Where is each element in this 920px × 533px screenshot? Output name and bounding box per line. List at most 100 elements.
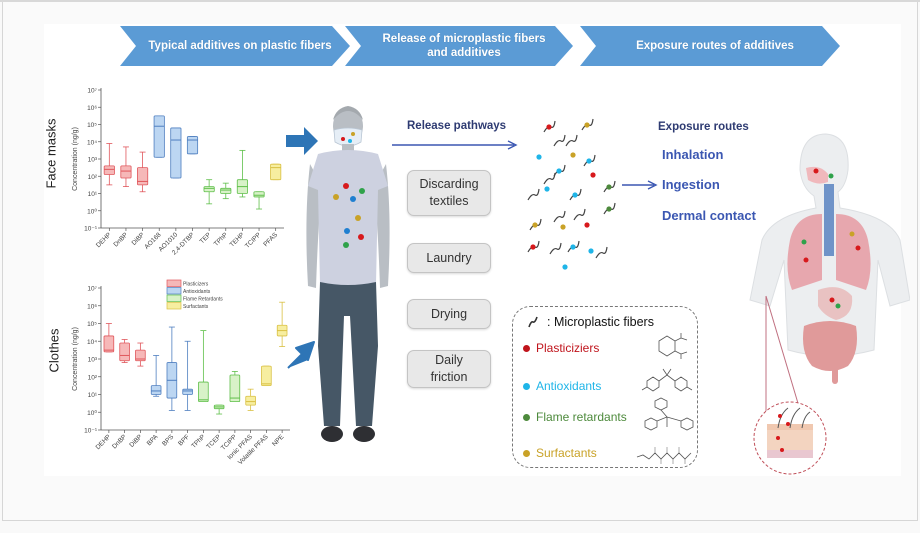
y-tick-label: 10⁴ [87,139,97,146]
microplastic-fiber-icon [543,172,556,185]
box [120,165,132,179]
intestines [803,321,857,371]
y-tick-label: 10⁰ [87,207,97,215]
microplastic-fiber-icon [573,208,586,221]
pathway-line2: friction [430,370,468,384]
box [119,342,130,362]
box [103,335,115,353]
triphenyl-phosphate-structure-icon [644,397,694,431]
pathway-line1: Laundry [426,250,472,265]
box [245,395,256,406]
stage-chevron-release: Release of microplastic fibers and additi… [345,26,573,66]
box [137,167,149,186]
legend-label: Antioxidants [536,379,602,393]
microplastic-fiber-icon [527,188,540,201]
stage-label: Typical additives on plastic fibers [148,40,332,52]
additive-dot-icon [530,244,536,250]
microplastic-fiber-icon [553,134,566,147]
page-top-border [0,0,920,2]
x-tick-label: TPhP [190,433,206,449]
x-tick-label: DiBP [128,433,143,448]
release-arrow [392,140,518,150]
legend-item-surfactants: Surfactants [523,446,597,460]
phthalic-acid-structure-icon [658,333,688,359]
additive-dot-icon [584,222,590,228]
legend-microplastic-fiber: : Microplastic fibers [527,315,654,329]
legend-item-antioxidants: Antioxidants [523,379,601,393]
x-tick-label: DnBP [112,231,129,248]
chevron-shape [345,26,573,66]
x-tick-label: TCIPP [244,231,262,249]
y-tick-label: 10² [88,374,98,381]
route-dermal-contact: Dermal contact [662,208,756,223]
y-tick-label: 10⁴ [87,339,97,346]
legend-label: Surfactants [183,304,209,310]
pants [318,282,378,426]
surfactant-dot-icon [523,449,530,457]
additive-dot-icon [606,206,612,212]
stomach [818,287,853,320]
stage-chevron-exposure: Exposure routes of additives [580,26,840,66]
x-tick-label: TPhP [213,231,229,247]
person-illustration [306,106,390,442]
additive-dot-icon [570,244,576,250]
x-tick-label: DnBP [111,433,128,450]
microplastic-fibers-cloud [527,118,616,270]
y-tick-label: 10⁷ [87,88,97,95]
box [103,165,115,175]
fluorotelomer-structure-icon [636,447,692,464]
legend-swatch [166,279,182,287]
legend-fiber-label: : Microplastic fibers [547,315,654,329]
x-tick-label: TEP [199,231,213,245]
legend-label: Surfactants [536,446,597,460]
legend-label: Flame Retardants [183,297,223,303]
y-tick-label: 10⁻¹ [84,428,98,435]
stage-chevron-additives: Typical additives on plastic fibers [120,26,350,66]
face-masks-boxplot: 10⁻¹10⁰10¹10²10³10⁴10⁵10⁶10⁷Concentratio… [72,88,284,255]
box [182,388,193,395]
x-tick-label: BPA [146,433,160,447]
legend-swatch [166,302,182,310]
additive-dot-icon [588,248,594,254]
route-ingestion: Ingestion [662,177,720,192]
x-tick-label: BPF [177,433,191,447]
additive-dot-icon [572,192,578,198]
route-inhalation: Inhalation [662,147,724,162]
box [270,163,282,181]
additive-dot-icon [556,168,562,174]
legend-label: Plasticizers [183,282,209,288]
additive-dot-icon [606,184,612,190]
pathway-line1: Daily [435,353,463,367]
microplastic-fiber-icon [553,210,566,223]
y-axis-label: Concentration (ng/g) [72,327,79,391]
trachea [824,184,834,256]
y-tick-label: 10⁶ [87,303,97,310]
additive-dot-icon [560,224,566,230]
y-tick-label: 10⁵ [87,321,97,328]
additives-legend: : Microplastic fibers Plasticiziers Anti… [512,306,698,468]
y-tick-label: 10³ [88,357,98,364]
microplastic-fiber-icon [549,242,562,255]
additive-dot-icon [590,172,596,178]
pathway-line1: Discarding [419,177,479,191]
y-tick-label: 10⁷ [87,286,97,293]
y-tick-label: 10³ [88,157,98,164]
x-tick-label: NPE [271,433,286,448]
exposure-arrow [622,180,658,190]
additive-dot-icon [584,122,590,128]
additive-dot-icon [532,222,538,228]
box [220,187,232,194]
antioxidant-dot-icon [523,382,530,390]
stage-label-line1: Release of microplastic fibers [382,33,546,45]
legend-label: Flame retardants [536,410,627,424]
x-tick-label: TEHP [229,231,246,248]
additive-dot-icon [562,264,568,270]
box [253,191,265,198]
left-lung [787,214,822,290]
x-tick-label: DEHP [95,231,113,249]
stage-label: Release of microplastic fibers and additi… [345,26,573,66]
arrow-right-icon [286,127,318,155]
t-shirt [308,150,388,287]
stage-label-line2: and additives [427,47,501,59]
y-tick-label: 10⁻¹ [84,226,98,233]
